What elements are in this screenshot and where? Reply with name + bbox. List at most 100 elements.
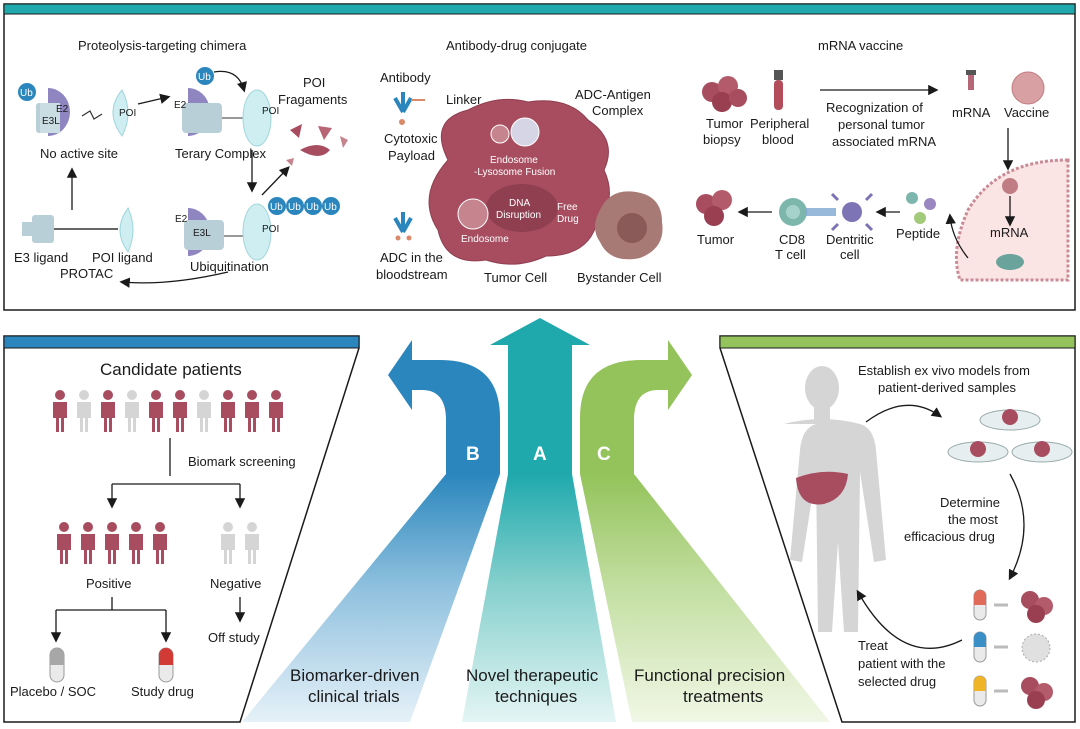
candidate-patient-row xyxy=(53,390,283,432)
svg-text:E3L: E3L xyxy=(193,228,211,239)
protac-section: Proteolysis-targeting chimera Ub E2 E3L … xyxy=(14,38,348,288)
patient-negative-icon xyxy=(245,522,259,564)
ubiquitination-complex: E2 E3L POI Ub Ub Ub Ub Ubiquitination xyxy=(175,197,340,274)
svg-text:associated mRNA: associated mRNA xyxy=(832,134,936,149)
svg-text:mRNA: mRNA xyxy=(990,225,1029,240)
no-active-site-label: No active site xyxy=(40,146,118,161)
svg-text:POI: POI xyxy=(262,106,279,117)
tumor-cell: Endosome -Lysosome Fusion DNA Disruption… xyxy=(428,98,610,265)
svg-text:the most: the most xyxy=(948,512,998,527)
svg-text:ADC-Antigen: ADC-Antigen xyxy=(575,87,651,102)
arrow-a-band xyxy=(462,474,616,722)
patient-positive-icon xyxy=(269,390,283,432)
svg-text:E3 ligand: E3 ligand xyxy=(14,250,68,265)
svg-text:CD8: CD8 xyxy=(779,232,805,247)
positive-patient-group xyxy=(57,522,167,564)
patient-positive-icon xyxy=(149,390,163,432)
svg-text:Treat: Treat xyxy=(858,638,888,653)
svg-text:bloodstream: bloodstream xyxy=(376,267,448,282)
left-panel: Candidate patients Biomark screening Pos… xyxy=(3,335,360,723)
svg-text:Determine: Determine xyxy=(940,495,1000,510)
patient-positive-icon xyxy=(57,522,71,564)
svg-text:E3L: E3L xyxy=(42,116,60,127)
petri-dishes xyxy=(947,409,1073,463)
patient-negative-icon xyxy=(77,390,91,432)
patient-positive-icon xyxy=(81,522,95,564)
svg-text:Endosome: Endosome xyxy=(490,155,538,166)
e3-ligase-complex-1: Ub E2 E3L POI No active site xyxy=(18,83,136,161)
adc-section: Antibody-drug conjugate Antibody Linker … xyxy=(376,38,663,285)
tumor-biopsy-icon xyxy=(702,76,747,112)
svg-text:Drug: Drug xyxy=(557,214,579,225)
svg-text:Placebo / SOC: Placebo / SOC xyxy=(10,684,96,699)
patient-positive-icon xyxy=(153,522,167,564)
svg-text:Ub: Ub xyxy=(324,202,337,213)
svg-text:Dentritic: Dentritic xyxy=(826,232,874,247)
svg-text:Vaccine: Vaccine xyxy=(1004,105,1049,120)
central-arrows: B A C Biomarker-driven clinical trials N… xyxy=(242,318,830,722)
svg-text:Positive: Positive xyxy=(86,576,132,591)
liver-icon xyxy=(796,471,848,505)
ternary-complex: Ub E2 POI Terary Complex xyxy=(174,67,279,161)
svg-text:T cell: T cell xyxy=(775,247,806,262)
svg-text:Biomark screening: Biomark screening xyxy=(188,454,296,469)
svg-text:E2: E2 xyxy=(56,104,69,115)
svg-text:Off study: Off study xyxy=(208,630,260,645)
arrow-a-letter: A xyxy=(533,444,547,465)
svg-text:Tumor: Tumor xyxy=(697,232,735,247)
patient-positive-icon xyxy=(245,390,259,432)
svg-text:E2: E2 xyxy=(175,214,188,225)
svg-text:Recognization of: Recognization of xyxy=(826,100,923,115)
ub-icon xyxy=(18,83,36,101)
svg-text:patient with the: patient with the xyxy=(858,656,945,671)
svg-text:Endosome: Endosome xyxy=(461,234,509,245)
patient-negative-icon xyxy=(197,390,211,432)
blood-tube-icon xyxy=(774,70,783,110)
patient-positive-icon xyxy=(105,522,119,564)
peptide-icon xyxy=(906,192,936,224)
ub-chain: Ub Ub Ub Ub xyxy=(268,197,340,215)
adc-bloodstream-icon xyxy=(393,212,413,241)
drug-test-row-3 xyxy=(973,675,1053,709)
vaccine-icon xyxy=(1011,71,1045,105)
negative-patient-group xyxy=(221,522,259,564)
svg-text:patient-derived samples: patient-derived samples xyxy=(878,380,1017,395)
ubiquitination-label: Ubiquitination xyxy=(190,259,269,274)
arrow-c xyxy=(580,340,692,474)
svg-text:cell: cell xyxy=(840,247,860,262)
arrow-b-letter: B xyxy=(466,444,480,465)
svg-text:PROTAC: PROTAC xyxy=(60,266,113,281)
svg-text:-Lysosome Fusion: -Lysosome Fusion xyxy=(474,167,555,178)
patient-positive-icon xyxy=(221,390,235,432)
patient-positive-icon xyxy=(173,390,187,432)
svg-text:Fragaments: Fragaments xyxy=(278,92,348,107)
arrow-b-band xyxy=(242,474,500,722)
svg-text:techniques: techniques xyxy=(495,687,577,706)
arrow-c-band xyxy=(580,474,830,722)
svg-text:POI: POI xyxy=(262,224,279,235)
svg-text:selected drug: selected drug xyxy=(858,674,936,689)
svg-text:Novel therapeutic: Novel therapeutic xyxy=(466,666,599,685)
protac-title: Proteolysis-targeting chimera xyxy=(78,38,247,53)
adc-title: Antibody-drug conjugate xyxy=(446,38,587,53)
svg-text:Establish ex vivo models from: Establish ex vivo models from xyxy=(858,363,1030,378)
ternary-complex-label: Terary Complex xyxy=(175,146,267,161)
patient-positive-icon xyxy=(101,390,115,432)
drug-test-row-1 xyxy=(973,589,1053,623)
svg-text:Bystander Cell: Bystander Cell xyxy=(577,270,662,285)
patient-positive-icon xyxy=(53,390,67,432)
svg-text:Linker: Linker xyxy=(446,92,482,107)
bystander-cell xyxy=(595,191,663,260)
svg-text:DNA: DNA xyxy=(509,198,530,209)
svg-text:Ub: Ub xyxy=(20,88,33,99)
svg-text:POI: POI xyxy=(303,75,325,90)
poi-fragments: POI Fragaments xyxy=(278,75,348,166)
placebo-capsule-icon xyxy=(49,647,65,683)
patient-negative-icon xyxy=(221,522,235,564)
svg-text:treatments: treatments xyxy=(683,687,763,706)
mrna-title: mRNA vaccine xyxy=(818,38,903,53)
svg-text:Ub: Ub xyxy=(306,202,319,213)
svg-text:clinical trials: clinical trials xyxy=(308,687,400,706)
